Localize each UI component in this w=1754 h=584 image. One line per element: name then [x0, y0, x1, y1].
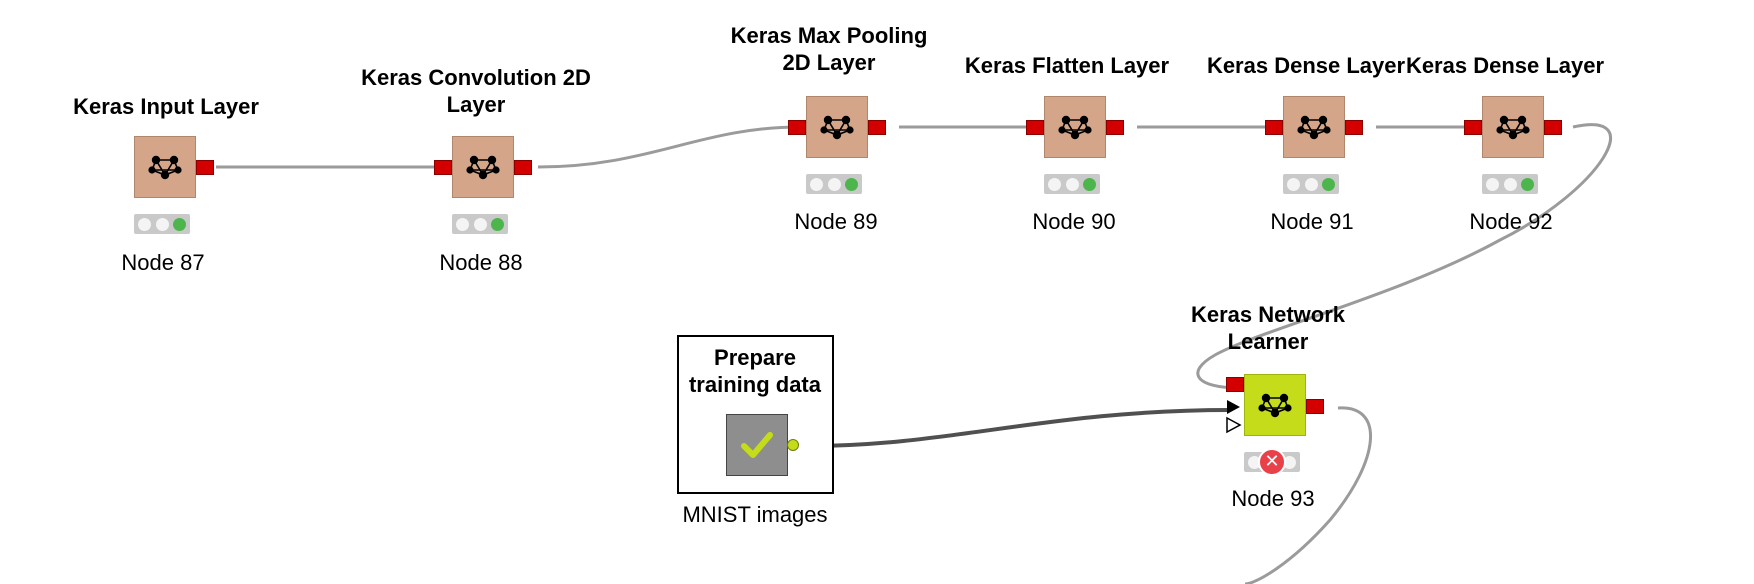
learner-data-input-port[interactable]	[1227, 400, 1240, 414]
metanode-inner-output-port[interactable]	[787, 439, 799, 451]
node-88-input-port[interactable]	[434, 160, 452, 175]
node-88-output-port[interactable]	[514, 160, 532, 175]
neural-network-icon	[1257, 392, 1293, 419]
connection-88-89[interactable]	[537, 125, 801, 169]
node-92-input-port[interactable]	[1464, 120, 1482, 135]
node-91-icon[interactable]	[1283, 96, 1345, 158]
node-91-input-port[interactable]	[1265, 120, 1283, 135]
connection-92-93[interactable]	[1196, 123, 1612, 390]
metanode-prepare-training-data[interactable]: Prepare training data	[677, 335, 834, 494]
node-87-status	[134, 214, 190, 234]
metanode-label[interactable]: MNIST images	[682, 502, 828, 527]
node-92-label[interactable]: Node 92	[1469, 209, 1553, 234]
neural-network-icon	[1296, 115, 1332, 140]
node-90-label[interactable]: Node 90	[1032, 209, 1116, 234]
node-90-status	[1044, 174, 1100, 194]
node-93-output-port[interactable]	[1306, 399, 1324, 414]
learner-optional-input-port[interactable]	[1226, 416, 1242, 434]
node-91-title: Keras Dense Layer	[1206, 53, 1406, 78]
node-90-icon[interactable]	[1044, 96, 1106, 158]
node-92-output-port[interactable]	[1544, 120, 1562, 135]
node-93-icon[interactable]	[1244, 374, 1306, 436]
metanode-inner-node[interactable]	[726, 414, 788, 476]
node-89-title: Keras Max Pooling 2D Layer	[730, 23, 928, 75]
node-90-title: Keras Flatten Layer	[964, 53, 1170, 78]
connection-data-to-learner[interactable]	[809, 408, 1231, 448]
node-89-input-port[interactable]	[788, 120, 806, 135]
neural-network-icon	[819, 115, 855, 140]
node-91-output-port[interactable]	[1345, 120, 1363, 135]
node-93-title: Keras Network Learner	[1190, 302, 1346, 354]
neural-network-icon	[147, 155, 183, 180]
node-93-network-input-port[interactable]	[1226, 377, 1244, 392]
node-89-output-port[interactable]	[868, 120, 886, 135]
node-91-label[interactable]: Node 91	[1270, 209, 1354, 234]
neural-network-icon	[465, 155, 501, 180]
node-87-output-port[interactable]	[196, 160, 214, 175]
node-92-title: Keras Dense Layer	[1405, 53, 1605, 78]
neural-network-icon	[1057, 115, 1093, 140]
node-87-title: Keras Input Layer	[73, 94, 259, 119]
neural-network-icon	[1495, 115, 1531, 140]
node-93-label[interactable]: Node 93	[1231, 486, 1315, 511]
metanode-title: Prepare training data	[688, 345, 821, 397]
node-87-icon[interactable]	[134, 136, 196, 198]
node-91-status	[1283, 174, 1339, 194]
checkmark-icon	[741, 432, 773, 458]
connection-learner-out[interactable]	[1244, 406, 1372, 584]
node-88-icon[interactable]	[452, 136, 514, 198]
node-88-label[interactable]: Node 88	[439, 250, 523, 275]
node-89-icon[interactable]	[806, 96, 868, 158]
node-88-status	[452, 214, 508, 234]
node-87-label[interactable]: Node 87	[121, 250, 205, 275]
node-88-title: Keras Convolution 2D Layer	[361, 65, 591, 117]
node-92-status	[1482, 174, 1538, 194]
node-89-label[interactable]: Node 89	[794, 209, 878, 234]
node-90-input-port[interactable]	[1026, 120, 1044, 135]
node-90-output-port[interactable]	[1106, 120, 1124, 135]
error-icon: ✕	[1258, 448, 1286, 476]
node-89-status	[806, 174, 862, 194]
node-92-icon[interactable]	[1482, 96, 1544, 158]
